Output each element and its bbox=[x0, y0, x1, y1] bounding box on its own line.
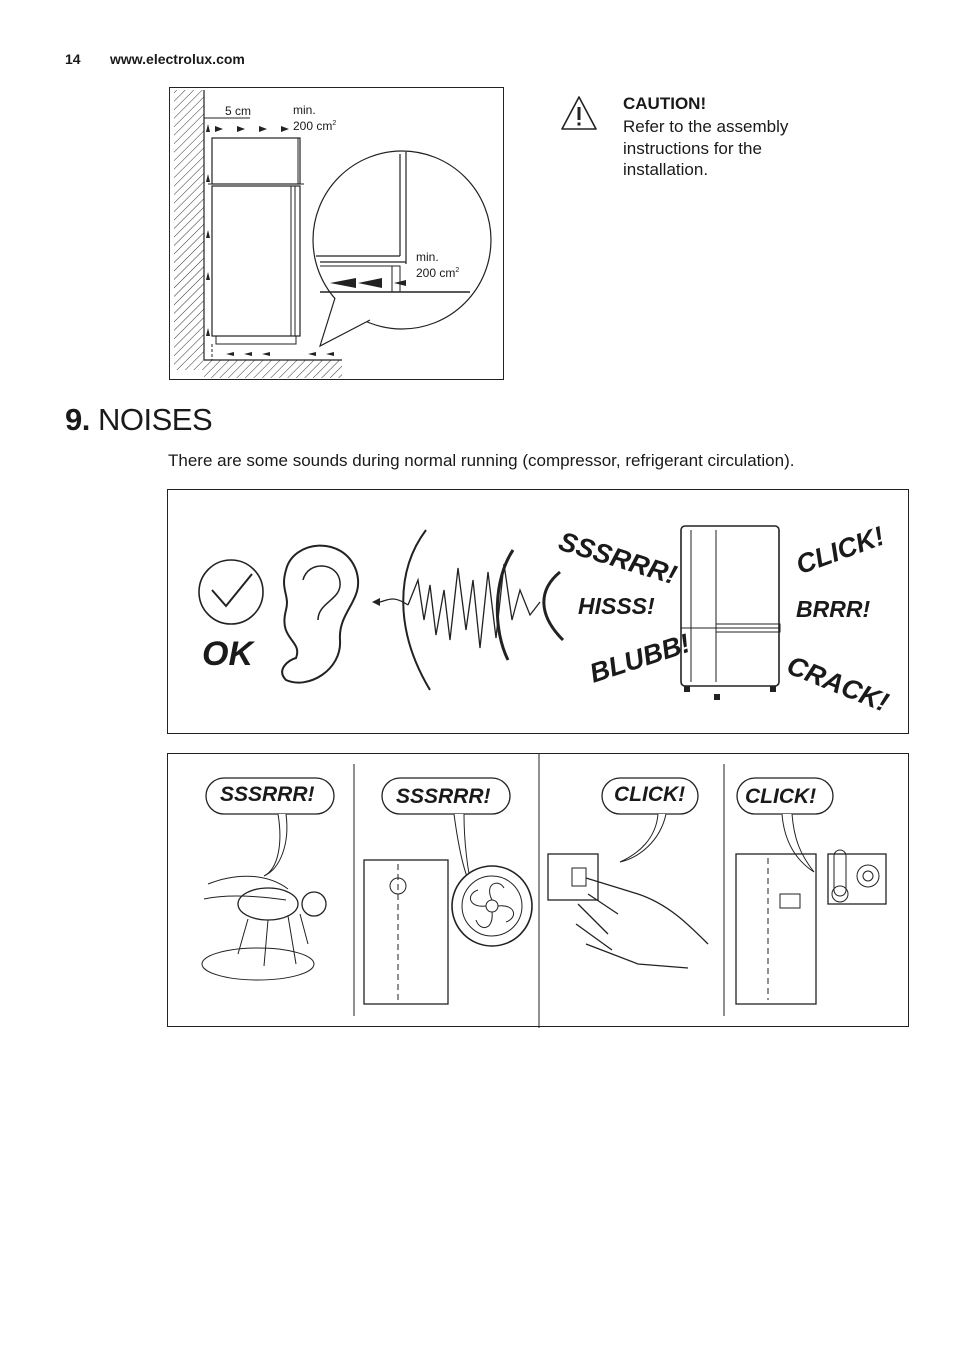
fridge-icon bbox=[680, 525, 781, 700]
bottom-vent-label-min: min. bbox=[416, 250, 439, 264]
bubble-fly-sound: SSSRRR! bbox=[220, 783, 315, 806]
fly-icon bbox=[201, 875, 327, 981]
noise-examples-figure: SSSRRR! SSSRRR! CLICK! CLICK! bbox=[167, 753, 909, 1028]
fridge-fan-icon bbox=[363, 859, 533, 1005]
caution-title: CAUTION! bbox=[623, 94, 707, 113]
gap-label: 5 cm bbox=[225, 104, 252, 118]
warning-triangle-icon bbox=[561, 96, 597, 130]
website-url: www.electrolux.com bbox=[110, 51, 245, 67]
noise-examples-illustration bbox=[201, 754, 887, 1028]
bubble-switch-sound: CLICK! bbox=[614, 783, 686, 806]
section-intro: There are some sounds during normal runn… bbox=[168, 451, 795, 470]
noises-figure: OK SSSRRR! HISSS! BLUBB! CLICK! BRRR! CR… bbox=[167, 489, 909, 734]
bubble-thermostat-sound: CLICK! bbox=[745, 785, 817, 808]
ear-icon bbox=[281, 544, 359, 684]
ventilation-diagram bbox=[174, 90, 492, 378]
hand-switch-icon bbox=[547, 853, 709, 969]
top-vent-label-min: min. bbox=[293, 103, 316, 117]
noises-illustration bbox=[198, 525, 781, 700]
caution-text: Refer to the assembly instructions for t… bbox=[623, 117, 789, 179]
top-vent-label-area: 200 cm2 bbox=[293, 119, 337, 133]
sound-hisss: HISSS! bbox=[578, 593, 655, 619]
bubble-fan-sound: SSSRRR! bbox=[396, 785, 491, 808]
ok-label: OK bbox=[202, 635, 253, 673]
bottom-vent-label-area: 200 cm2 bbox=[416, 266, 460, 280]
section-heading: 9. NOISES bbox=[65, 402, 213, 437]
sound-brrr: BRRR! bbox=[796, 596, 871, 622]
page-number: 14 bbox=[65, 51, 81, 67]
ventilation-figure: 5 cm min. 200 cm2 min. 200 cm2 bbox=[169, 87, 504, 380]
fridge-thermostat-icon bbox=[735, 849, 887, 1005]
checkmark-icon bbox=[198, 559, 264, 625]
